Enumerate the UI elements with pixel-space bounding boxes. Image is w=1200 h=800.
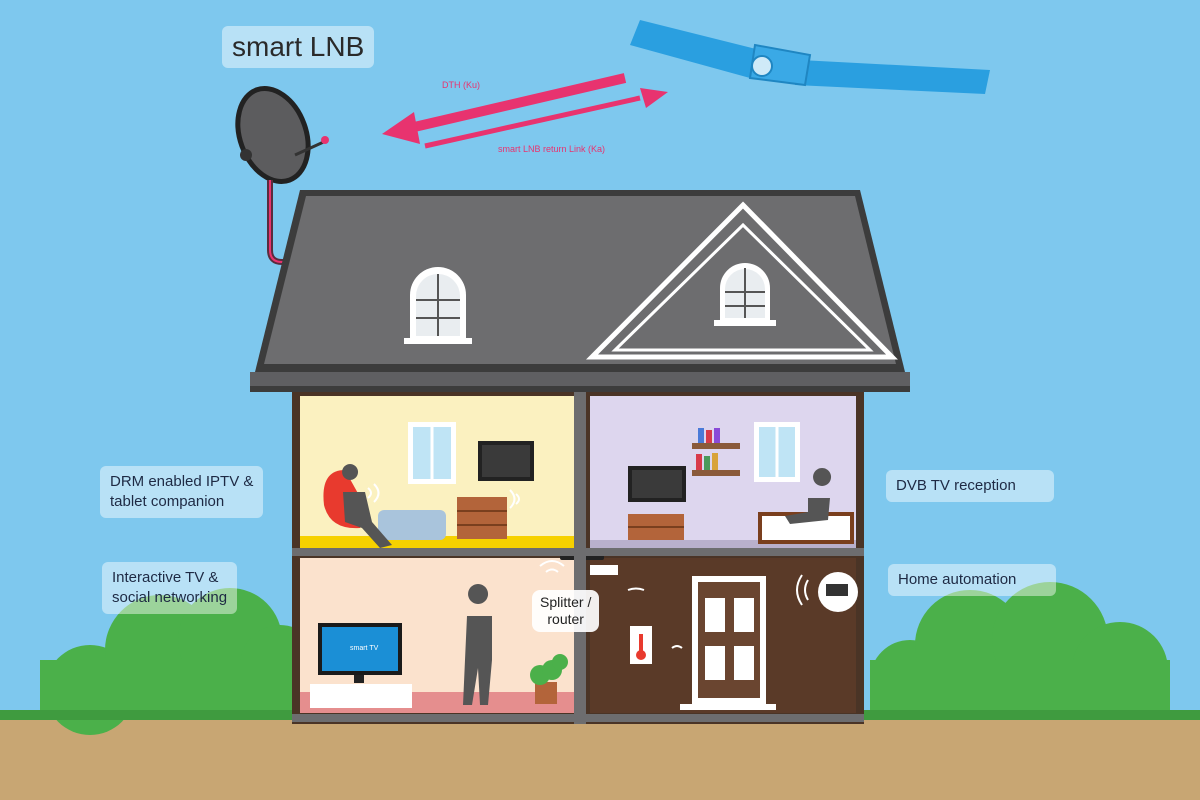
dth-arrow [382,73,627,144]
room-hall [590,558,858,713]
splitter-router-label: Splitter / router [532,590,600,632]
room-divider [574,392,586,724]
person-icon [463,584,492,705]
drm-label: DRM enabled IPTV & tablet companion [100,466,264,518]
person-icon [785,468,832,524]
roof [250,190,910,392]
return-link-arrow [424,88,668,149]
dvb-label: DVB TV reception [886,470,1054,502]
ground [0,718,1200,800]
wifi-icon [367,483,809,649]
svg-text:smart TV: smart TV [350,645,379,652]
interactive-label: Interactive TV & social networking [102,562,238,614]
attic-window-left [404,267,472,344]
home-automation-label: Home automation [888,564,1056,596]
room-living [300,396,574,550]
title-label: smart LNB [222,26,375,68]
return-link-label: smart LNB return Link (Ka) [498,144,606,154]
house-base [292,714,864,722]
person-icon [342,464,392,548]
dth-label: DTH (Ku) [442,80,480,90]
attic-window-right [714,263,776,326]
room-kitchen: smart TV [300,558,574,713]
room-bedroom [590,396,856,550]
satellite-icon [630,20,990,94]
